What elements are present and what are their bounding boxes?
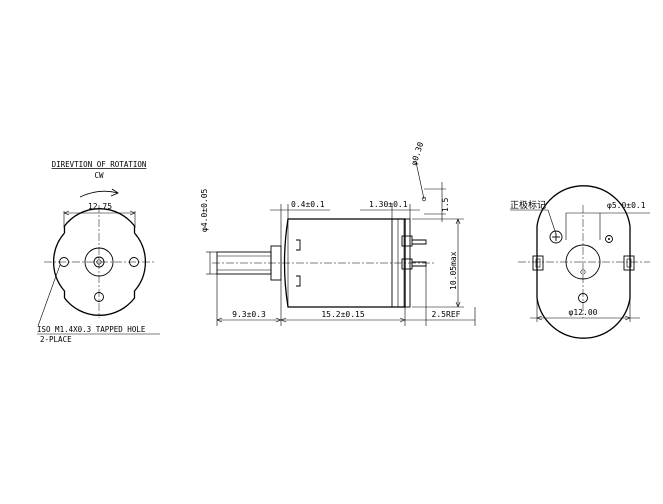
rear-body-outline: [536, 185, 631, 339]
tapped-hole-note: ISO M1.4X0.3 TAPPED HOLE: [37, 325, 146, 334]
shaft-diameter-label: φ4.0±0.05: [200, 188, 209, 232]
rotation-direction: CW: [94, 171, 104, 180]
side-motor-body: [283, 218, 406, 308]
dim-130-label: 1.30±0.1: [369, 200, 408, 209]
front-shaft-circle: [93, 256, 105, 268]
front-width-label: 12.75: [88, 202, 112, 211]
side-terminal-hole: [421, 196, 427, 202]
rear-boss-circle: [565, 244, 601, 280]
rear-diameter-label: φ12.00: [569, 308, 598, 317]
rear-terminal-right: [623, 255, 635, 271]
side-terminal-bottom: [401, 258, 413, 270]
front-boss-circle: [84, 247, 114, 277]
front-body-outline: [52, 208, 147, 316]
rear-hole-bottom: [578, 293, 588, 303]
dim-ref-label: 2.5REF: [432, 310, 461, 319]
rotation-arrow: [79, 190, 119, 198]
rear-view: 正极标记 φ5.0±0.1 φ12.00: [510, 185, 650, 339]
side-terminal-top: [401, 235, 413, 247]
polarity-leader: [547, 209, 557, 235]
tapped-hole-leader: [37, 264, 61, 327]
rear-terminal-left: [532, 255, 544, 271]
front-tapped-hole-right: [129, 257, 139, 267]
dim-shaft-length-label: 9.3±0.3: [232, 310, 266, 319]
rotation-title: DIREVTION OF ROTATION: [52, 160, 147, 169]
front-view: DIREVTION OF ROTATION CW 12.75 ISO M1.4X…: [37, 160, 160, 344]
side-view: φ4.0±0.05 0.4±0.1: [200, 141, 476, 326]
tapped-hole-place: 2-PLACE: [40, 335, 72, 344]
terminal-hole-label: φ0.30: [409, 141, 425, 167]
height-max-label: 10.05max: [449, 251, 458, 290]
polarity-mark-circle: [549, 230, 563, 244]
dim-04-label: 0.4±0.1: [291, 200, 325, 209]
front-hole-bottom: [94, 292, 104, 302]
front-tapped-hole-left: [59, 257, 69, 267]
dim-15-label: 1.5: [441, 197, 450, 212]
dim-body-length-label: 15.2±0.15: [321, 310, 365, 319]
rotation-arrow-head: [110, 188, 119, 197]
polarity-mark-label: 正极标记: [510, 199, 546, 211]
rear-dot-mark: [605, 235, 613, 243]
rear-boss-label: φ5.0±0.1: [607, 201, 646, 210]
